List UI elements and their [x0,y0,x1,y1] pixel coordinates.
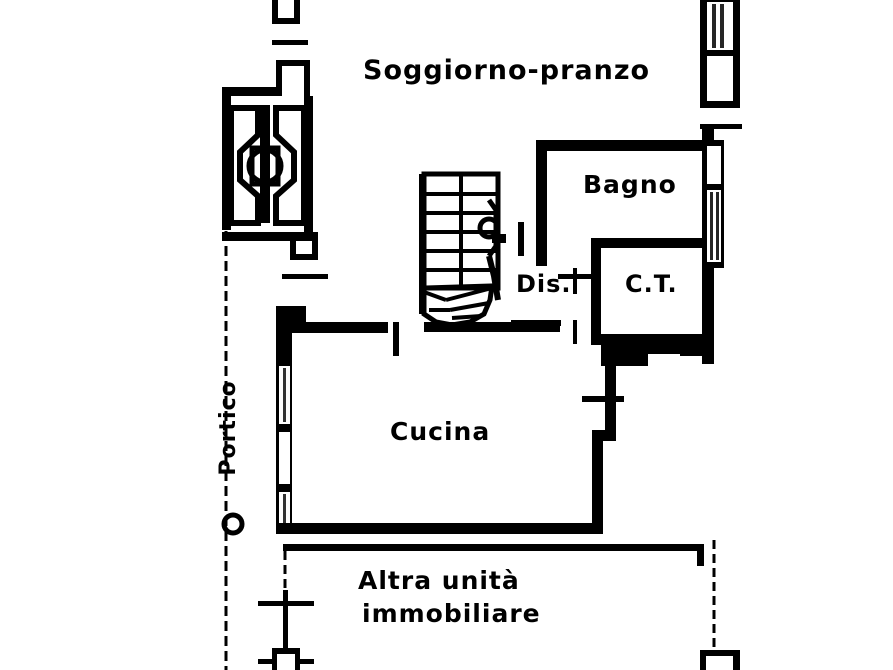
window-hatch-bagno [710,192,719,260]
altra-unita-line-2: immobiliare [362,598,541,628]
bottom-right-wall-stub [700,650,740,670]
top-center-wall-stub [272,0,308,45]
wall-cucina-top [276,306,388,348]
top-right-wall-section [700,0,740,108]
room-label-disimpegno: Dis. [516,270,572,298]
wall-ct-bottom [591,334,713,345]
room-label-bagno: Bagno [583,170,677,199]
dimension-tick-cucina-right [582,396,624,402]
column-marker-icon [221,512,245,536]
wall-stub-dis-bottom [511,320,561,326]
window-hatch-cucina [283,368,286,526]
bottom-center-wall-stub [272,648,300,670]
wall-altra-unita-top [283,544,704,551]
upper-left-window-assembly [222,60,318,260]
wall-cucina-right [592,430,603,534]
room-label-centrale-termica: C.T. [625,270,678,298]
cucina-room [276,306,624,534]
window-hatch-top-right [712,4,724,48]
room-label-altra-unita-immobiliare: Altra unità immobiliare [358,566,541,629]
wall-cucina-right-upper [605,344,616,440]
stair-landing [424,322,560,332]
dimension-tick-top-right [700,124,742,129]
wall-cucina-bottom [276,523,602,534]
wall-ct-left [591,248,601,344]
dimension-tick-top-center [272,40,308,45]
staircase [419,171,560,332]
room-label-soggiorno-pranzo: Soggiorno-pranzo [363,55,651,86]
wall-bagno-left [536,140,547,266]
wall-bagno-ct-divider [591,238,713,248]
dimension-tick-left [282,274,328,279]
bagno-ct-block [536,128,724,366]
wall-stub-dis-left [518,222,524,256]
room-label-cucina: Cucina [390,417,491,446]
wall-stub-cucina-top [393,322,399,356]
room-label-portico: Portico [216,380,241,476]
wall-bagno-top [536,140,712,151]
altra-unita-line-1: Altra unità [358,566,520,595]
